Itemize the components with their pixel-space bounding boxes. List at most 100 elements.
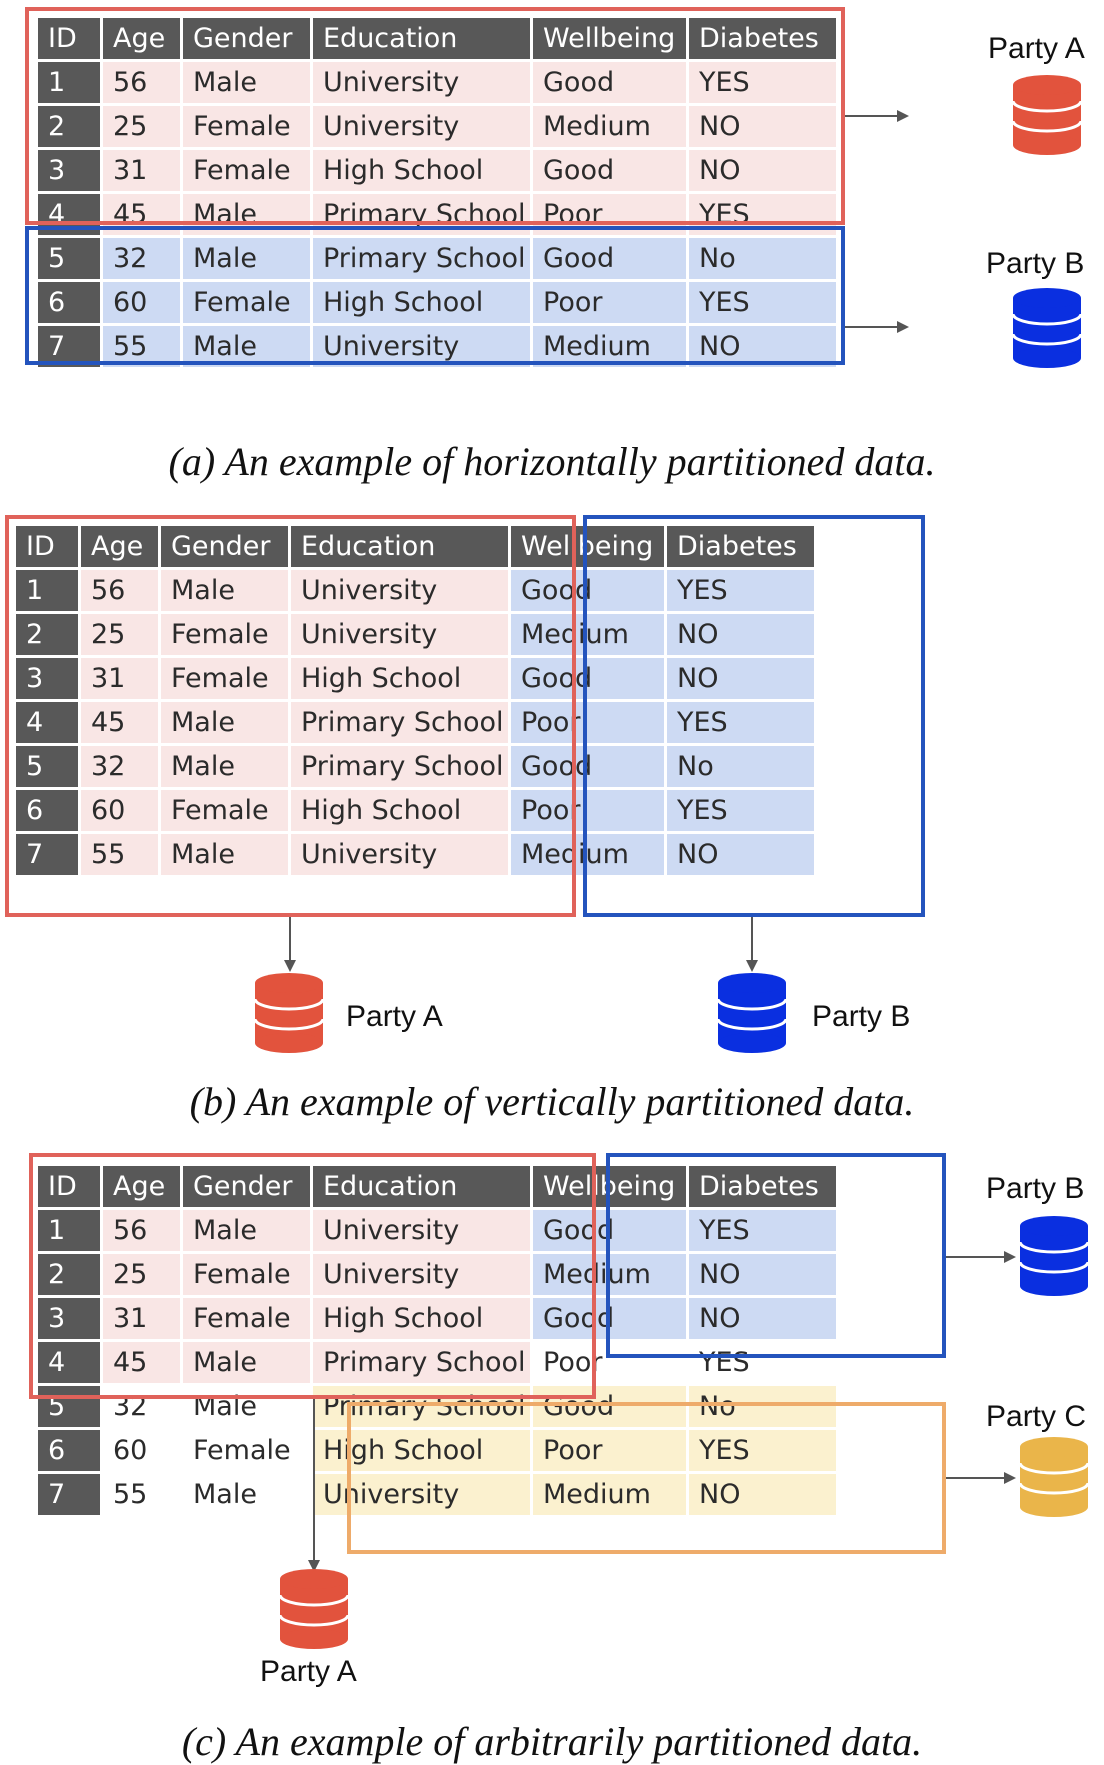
cell-wellbeing: Good [511,570,664,611]
cell-gender: Male [161,570,288,611]
cell-wellbeing: Poor [533,282,686,323]
cell-id: 6 [38,1430,100,1471]
cell-diabetes: YES [689,282,836,323]
cell-wellbeing: Medium [533,1474,686,1515]
column-header-age: Age [81,526,158,567]
cell-gender: Female [161,658,288,699]
cell-gender: Female [183,150,310,191]
column-header-id: ID [38,1166,100,1207]
cell-wellbeing: Medium [533,106,686,147]
cell-education: Primary School [313,1342,530,1383]
arrow-down-icon [746,917,758,972]
cell-diabetes: NO [667,614,814,655]
cell-age: 32 [103,238,180,279]
cell-id: 2 [38,106,100,147]
cell-age: 56 [81,570,158,611]
cell-diabetes: NO [667,834,814,875]
cell-gender: Male [183,1210,310,1251]
party-b-label: Party B [986,1172,1085,1205]
cell-id: 5 [38,238,100,279]
cell-age: 60 [103,282,180,323]
party-b-label: Party B [986,247,1085,280]
party-c-region [347,1402,946,1554]
cell-diabetes: NO [689,1298,836,1339]
cell-gender: Female [183,282,310,323]
arrow-right-icon [845,321,909,333]
cell-education: Primary School [313,238,530,279]
cell-id: 1 [16,570,78,611]
cell-wellbeing: Poor [511,702,664,743]
cell-diabetes: NO [689,106,836,147]
cell-age: 60 [81,790,158,831]
arrow-down-icon [308,1399,320,1572]
cell-gender: Male [183,62,310,103]
cell-age: 25 [103,1254,180,1295]
cell-diabetes: No [667,746,814,787]
database-icon [1018,1437,1090,1517]
cell-wellbeing: Poor [511,790,664,831]
cell-wellbeing: Medium [533,326,686,367]
cell-education: University [313,106,530,147]
database-icon [1011,75,1083,155]
party-c-label: Party C [986,1400,1087,1433]
cell-age: 45 [81,702,158,743]
cell-wellbeing: Good [511,658,664,699]
column-header-education: Education [313,1166,530,1207]
party-b-region [583,515,925,917]
arrow-down-icon [284,917,296,972]
cell-id: 4 [16,702,78,743]
party-a-label: Party A [260,1655,357,1688]
cell-age: 56 [103,1210,180,1251]
cell-education: University [313,62,530,103]
cell-diabetes: YES [689,62,836,103]
cell-education: High School [313,1298,530,1339]
cell-id: 2 [16,614,78,655]
cell-age: 31 [103,150,180,191]
column-header-education: Education [313,18,530,59]
cell-age: 31 [103,1298,180,1339]
cell-gender: Male [193,1479,257,1510]
cell-diabetes: No [689,1386,836,1427]
cell-education: Primary School [291,746,508,787]
party-b-label: Party B [812,1000,911,1033]
cell-age: 56 [103,62,180,103]
cell-age: 45 [103,1342,180,1383]
cell-gender: Female [193,1435,291,1466]
cell-diabetes: YES [689,1430,836,1471]
cell-id: 3 [16,658,78,699]
cell-id: 4 [38,1342,100,1383]
cell-gender: Male [161,746,288,787]
column-header-wellbeing: Wellbeing [511,526,664,567]
column-header-diabetes: Diabetes [689,1166,836,1207]
cell-diabetes: YES [667,790,814,831]
cell-wellbeing: Good [533,150,686,191]
cell-gender: Female [183,106,310,147]
party-a-label: Party A [346,1000,443,1033]
cell-education: University [313,1254,530,1295]
cell-diabetes: YES [667,570,814,611]
database-icon [716,973,788,1053]
column-header-gender: Gender [183,18,310,59]
cell-diabetes: NO [689,1474,836,1515]
cell-gender: Male [161,702,288,743]
cell-gender: Male [183,238,310,279]
cell-gender: Female [161,614,288,655]
cell-gender: Male [161,834,288,875]
cell-gender: Male [183,326,310,367]
cell-education: High School [291,658,508,699]
cell-id: 5 [16,746,78,787]
cell-age: 31 [81,658,158,699]
party-a-label: Party A [988,32,1085,65]
cell-diabetes: NO [667,658,814,699]
cell-age: 32 [81,746,158,787]
cell-wellbeing: Poor [533,1430,686,1471]
